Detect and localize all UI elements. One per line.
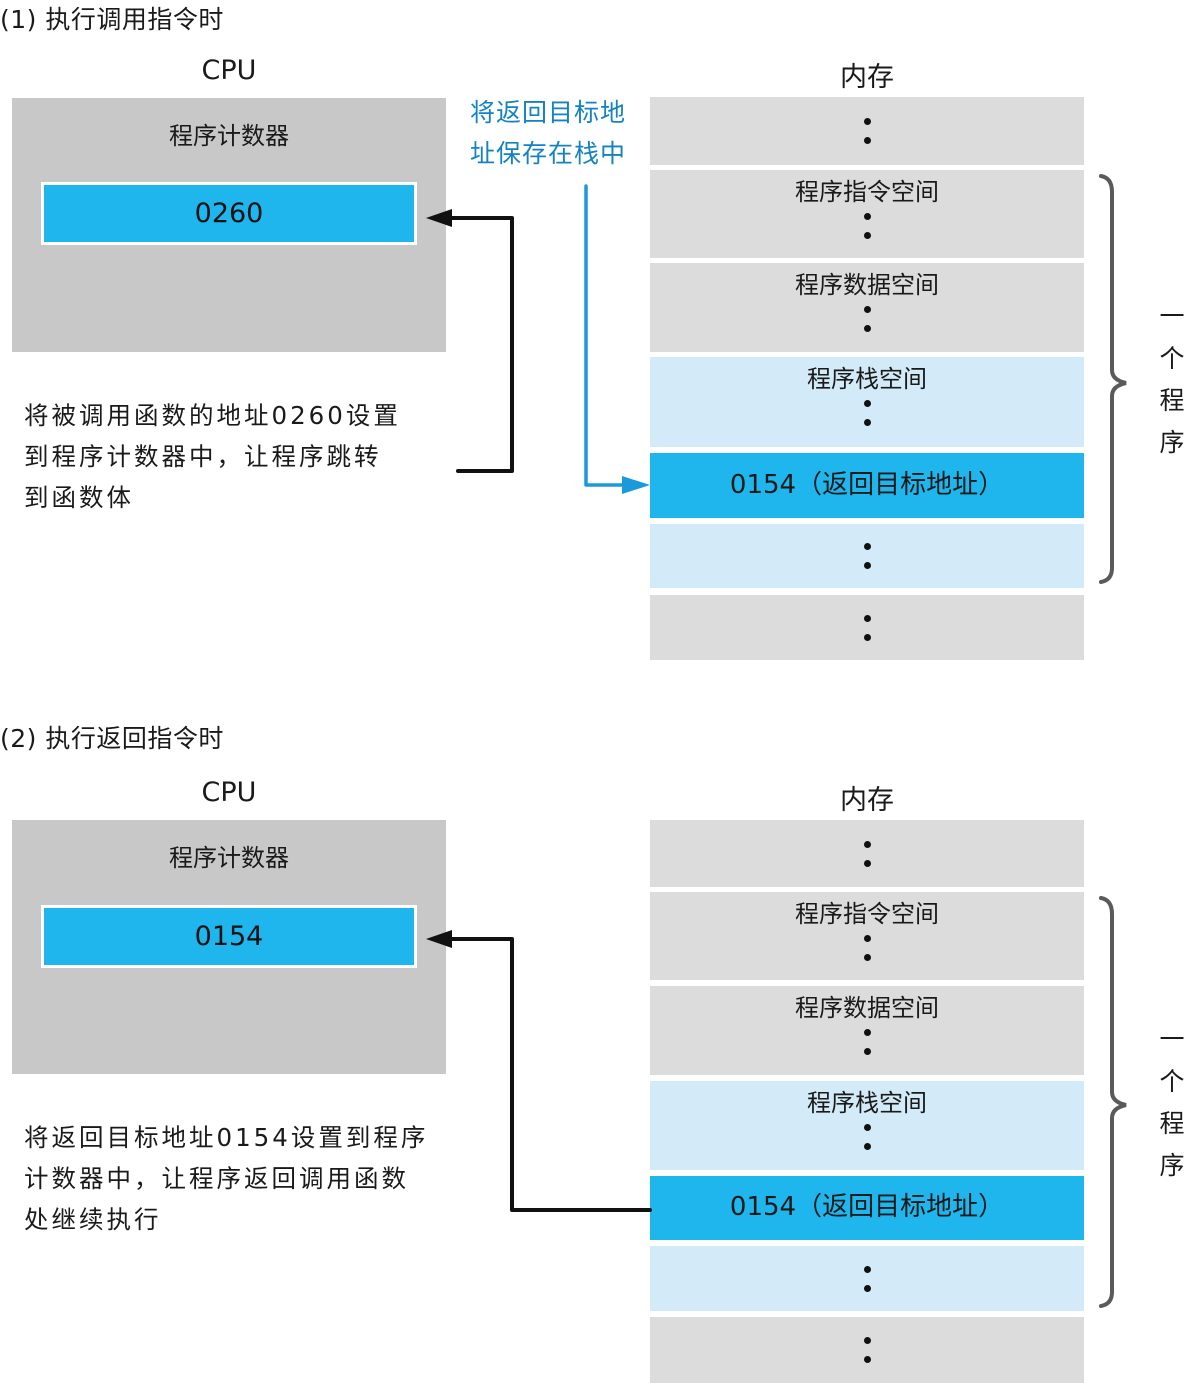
- save-return-address-note: 将返回目标地 址保存在栈中: [470, 92, 626, 174]
- memory-block-label: 0154（返回目标地址）: [729, 1192, 1005, 1223]
- ellipsis-icon: [863, 840, 871, 867]
- dot-icon: [863, 231, 871, 239]
- memory-block: [650, 820, 1084, 887]
- program-counter-register: 0260: [41, 182, 417, 245]
- memory-block: [650, 595, 1084, 660]
- dot-icon: [863, 1337, 871, 1344]
- dot-icon: [863, 1047, 871, 1055]
- return-description: 将返回目标地址0154设置到程序 计数器中，让程序返回调用函数 处继续执行: [24, 1117, 428, 1240]
- ellipsis-icon: [863, 305, 871, 332]
- memory-block-label: 程序数据空间: [795, 994, 939, 1022]
- brace-label-char: 序: [1159, 1151, 1185, 1180]
- stack-block: [650, 524, 1084, 588]
- dot-icon: [863, 418, 871, 426]
- dot-icon: [863, 305, 871, 313]
- program-counter-value: 0154: [194, 921, 264, 952]
- memory-block-label: 0154（返回目标地址）: [729, 469, 1005, 500]
- program-counter-value: 0260: [194, 198, 264, 229]
- dot-icon: [863, 953, 871, 961]
- brace-label-char: 个: [1159, 344, 1185, 373]
- ellipsis-icon: [863, 934, 871, 961]
- description-line: 将被调用函数的地址0260设置: [24, 401, 401, 430]
- memory-heading: 内存: [840, 62, 894, 93]
- cpu-box: 程序计数器 0154: [12, 820, 446, 1074]
- dot-icon: [863, 324, 871, 332]
- program-counter-label: 程序计数器: [169, 122, 289, 150]
- cpu-heading: CPU: [201, 777, 257, 808]
- note-line: 将返回目标地: [470, 98, 627, 127]
- dot-icon: [863, 1284, 871, 1292]
- cpu-box: 程序计数器 0260: [12, 98, 446, 352]
- dot-icon: [863, 137, 871, 144]
- description-line: 将返回目标地址0154设置到程序: [24, 1123, 429, 1152]
- ellipsis-icon: [863, 1337, 871, 1363]
- return-to-caller-arrow: [446, 937, 652, 1212]
- dot-icon: [863, 840, 871, 848]
- jump-to-function-arrow: [446, 216, 514, 473]
- description-line: 处继续执行: [24, 1205, 162, 1234]
- memory-block: [650, 1317, 1084, 1383]
- brace-label-char: 序: [1159, 428, 1185, 457]
- section-title-return: (2) 执行返回指令时: [0, 724, 224, 753]
- arrowhead-icon: [622, 476, 650, 494]
- memory-block-label: 程序栈空间: [807, 1089, 927, 1117]
- brace-label-char: 程: [1159, 386, 1185, 415]
- ellipsis-icon: [863, 1028, 871, 1055]
- memory-block-label: 程序指令空间: [795, 900, 939, 928]
- memory-block: 程序指令空间: [650, 170, 1084, 258]
- ellipsis-icon: [863, 1123, 871, 1150]
- return-address-block: 0154（返回目标地址）: [650, 1176, 1084, 1240]
- ellipsis-icon: [863, 118, 871, 144]
- ellipsis-icon: [863, 543, 871, 569]
- dot-icon: [863, 1356, 871, 1363]
- dot-icon: [863, 859, 871, 867]
- memory-block: 程序数据空间: [650, 263, 1084, 352]
- stack-block: [650, 1246, 1084, 1311]
- memory-block: 程序数据空间: [650, 986, 1084, 1075]
- memory-block-label: 程序栈空间: [807, 365, 927, 393]
- brace-label-char: 一: [1159, 1025, 1185, 1054]
- dot-icon: [863, 543, 871, 550]
- brace-label-char: 一: [1159, 302, 1185, 331]
- return-address-block: 0154（返回目标地址）: [650, 453, 1084, 518]
- one-program-label: 一 个 程 序: [1157, 1019, 1187, 1187]
- memory-block-label: 程序数据空间: [795, 271, 939, 299]
- dot-icon: [863, 1028, 871, 1036]
- brace-label-char: 个: [1159, 1067, 1185, 1096]
- cpu-heading: CPU: [201, 55, 257, 86]
- description-line: 计数器中，让程序返回调用函数: [24, 1164, 409, 1193]
- memory-block: [650, 97, 1084, 165]
- dot-icon: [863, 1265, 871, 1273]
- note-line: 址保存在栈中: [470, 139, 627, 168]
- program-counter-label: 程序计数器: [169, 844, 289, 872]
- program-counter-register: 0154: [41, 905, 417, 968]
- ellipsis-icon: [863, 212, 871, 239]
- dot-icon: [863, 562, 871, 569]
- memory-block-label: 程序指令空间: [795, 178, 939, 206]
- dot-icon: [863, 399, 871, 407]
- description-line: 到函数体: [24, 483, 134, 512]
- ellipsis-icon: [863, 614, 871, 641]
- stack-block: 程序栈空间: [650, 357, 1084, 447]
- program-brace-icon: [1099, 896, 1127, 1308]
- description-line: 到程序计数器中，让程序跳转: [24, 442, 382, 471]
- memory-block: 程序指令空间: [650, 892, 1084, 980]
- dot-icon: [863, 1142, 871, 1150]
- ellipsis-icon: [863, 1265, 871, 1292]
- memory-heading: 内存: [840, 785, 894, 816]
- one-program-label: 一 个 程 序: [1157, 296, 1187, 464]
- call-description: 将被调用函数的地址0260设置 到程序计数器中，让程序跳转 到函数体: [24, 395, 401, 518]
- brace-label-char: 程: [1159, 1109, 1185, 1138]
- dot-icon: [863, 633, 871, 641]
- program-brace-icon: [1099, 174, 1127, 584]
- dot-icon: [863, 118, 871, 125]
- dot-icon: [863, 212, 871, 220]
- save-return-address-arrow: [584, 184, 630, 487]
- dot-icon: [863, 1123, 871, 1131]
- stack-block: 程序栈空间: [650, 1081, 1084, 1170]
- dot-icon: [863, 614, 871, 622]
- section-title-call: (1) 执行调用指令时: [0, 5, 224, 34]
- ellipsis-icon: [863, 399, 871, 426]
- dot-icon: [863, 934, 871, 942]
